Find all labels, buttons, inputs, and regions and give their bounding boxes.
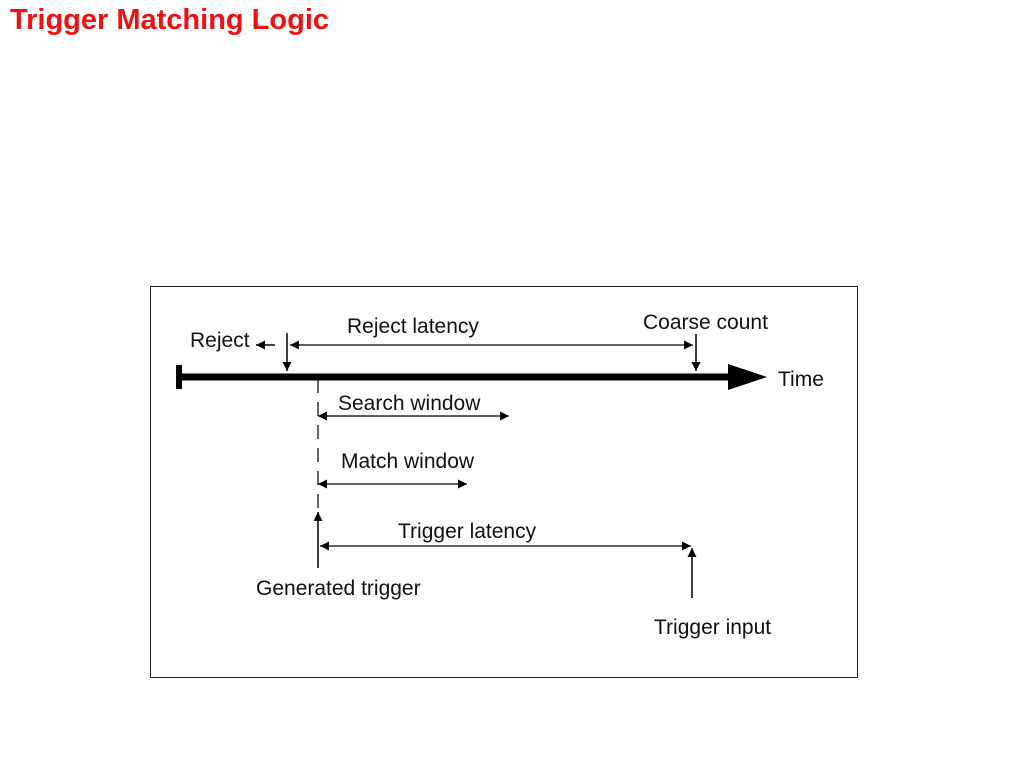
trigger-latency-label: Trigger latency — [398, 520, 537, 543]
coarse-count-label: Coarse count — [643, 311, 768, 334]
time-axis-arrowhead — [728, 364, 767, 390]
diagram-frame — [150, 286, 858, 678]
match-window-label: Match window — [341, 450, 475, 473]
slide-title: Trigger Matching Logic — [10, 4, 330, 36]
time-label: Time — [778, 368, 824, 391]
generated-trigger-label: Generated trigger — [256, 577, 421, 600]
trigger-input-label: Trigger input — [654, 616, 771, 639]
reject-latency-label: Reject latency — [347, 315, 479, 338]
reject-label: Reject — [190, 329, 250, 352]
search-window-label: Search window — [338, 392, 481, 415]
